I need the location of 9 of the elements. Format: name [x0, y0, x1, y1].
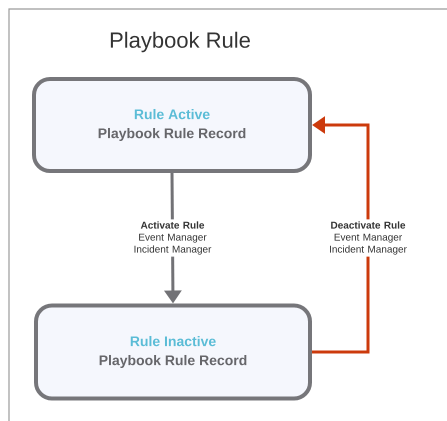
state-name: Rule Inactive: [130, 336, 216, 346]
record-name: Playbook Rule Record: [100, 354, 246, 368]
state-name: Rule Active: [134, 108, 210, 120]
record-name: Playbook Rule Record: [98, 128, 246, 142]
edge-label: Deactivate Rule Event Manager Incident Manager: [323, 219, 413, 257]
edge-label: Activate Rule Event Manager Incident Manager: [128, 219, 218, 257]
title: Playbook Rule: [110, 32, 250, 52]
state-box: [34, 304, 312, 400]
state-box: [32, 77, 312, 173]
